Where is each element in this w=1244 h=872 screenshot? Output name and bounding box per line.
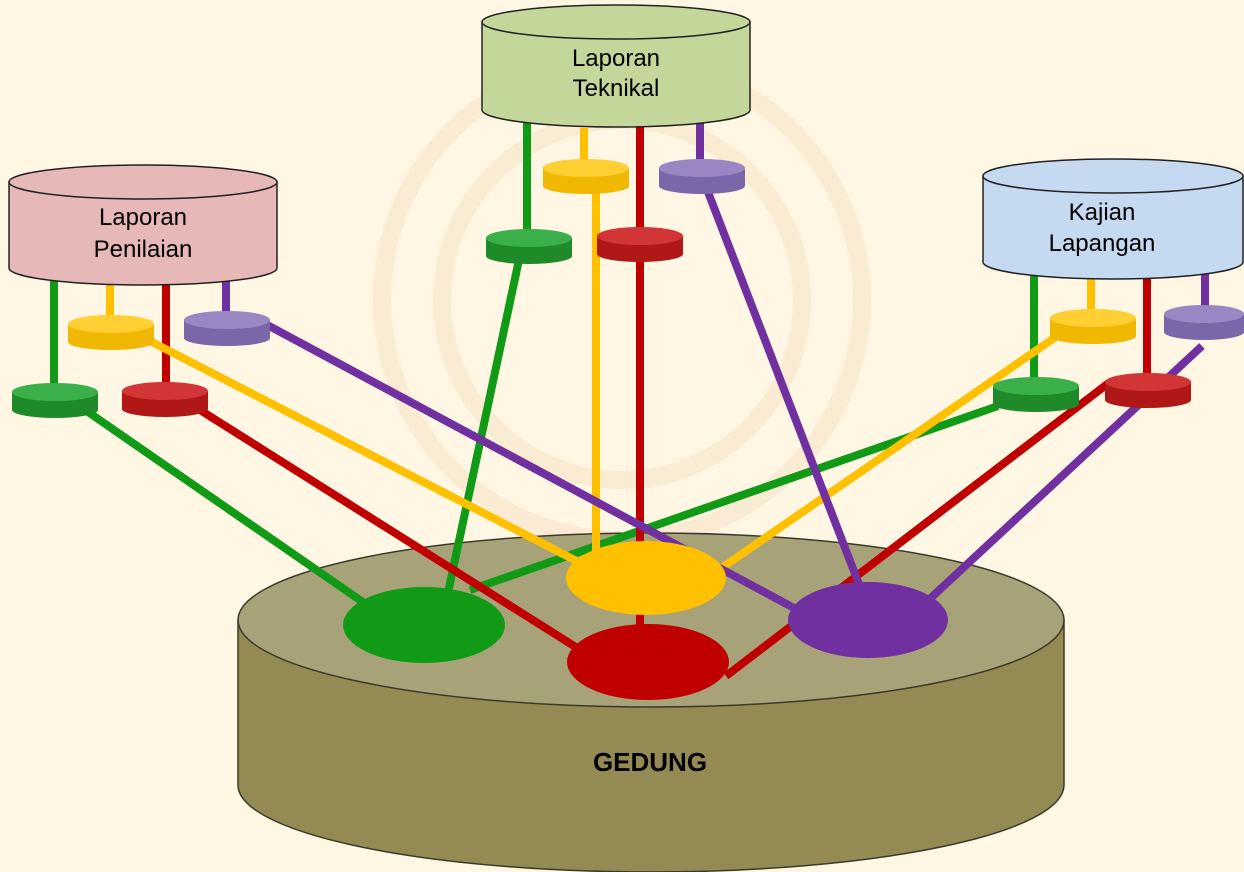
gedung-disc-yellow <box>566 541 726 615</box>
node-kajian-lapangan: Kajian Lapangan <box>982 158 1244 280</box>
node-laporan-penilaian: Laporan Penilaian <box>8 164 278 286</box>
line-lapangan-yellow-to-gedung <box>707 330 1063 580</box>
line-penilaian-green-to-gedung <box>85 408 399 629</box>
node-penilaian-line1: Laporan <box>99 204 187 231</box>
puck-penilaian-green <box>12 383 98 418</box>
puck-lapangan-red <box>1105 373 1191 408</box>
puck-teknikal-red <box>597 227 683 262</box>
node-teknikal-line1: Laporan <box>572 45 660 72</box>
puck-teknikal-green <box>486 229 572 264</box>
puck-lapangan-green <box>993 377 1079 412</box>
line-teknikal-green-to-gedung <box>442 254 524 603</box>
puck-teknikal-yellow <box>543 159 629 194</box>
line-penilaian-yellow-to-gedung <box>146 336 600 576</box>
node-penilaian-line2: Penilaian <box>94 236 193 263</box>
node-teknikal-line2: Teknikal <box>573 75 660 102</box>
node-laporan-teknikal: Laporan Teknikal <box>481 4 751 128</box>
node-gedung-label: GEDUNG <box>593 747 707 777</box>
gedung-discs <box>343 541 948 700</box>
gedung-disc-purple <box>788 582 948 658</box>
puck-teknikal-purple <box>659 159 745 194</box>
line-teknikal-purple-to-gedung <box>704 190 866 594</box>
node-lapangan-line2: Lapangan <box>1049 230 1156 257</box>
gedung-disc-green <box>343 587 505 663</box>
node-lapangan-line1: Kajian <box>1069 199 1136 226</box>
puck-penilaian-yellow <box>68 315 154 350</box>
puck-penilaian-red <box>122 382 208 417</box>
gedung-disc-red <box>567 624 729 700</box>
line-penilaian-purple-to-gedung <box>256 316 822 626</box>
puck-lapangan-purple <box>1164 305 1244 340</box>
line-penilaian-red-to-gedung <box>197 406 623 679</box>
connector-pucks <box>12 159 1244 418</box>
watermark-logo <box>373 51 871 549</box>
puck-lapangan-yellow <box>1050 309 1136 344</box>
puck-penilaian-purple <box>184 311 270 346</box>
